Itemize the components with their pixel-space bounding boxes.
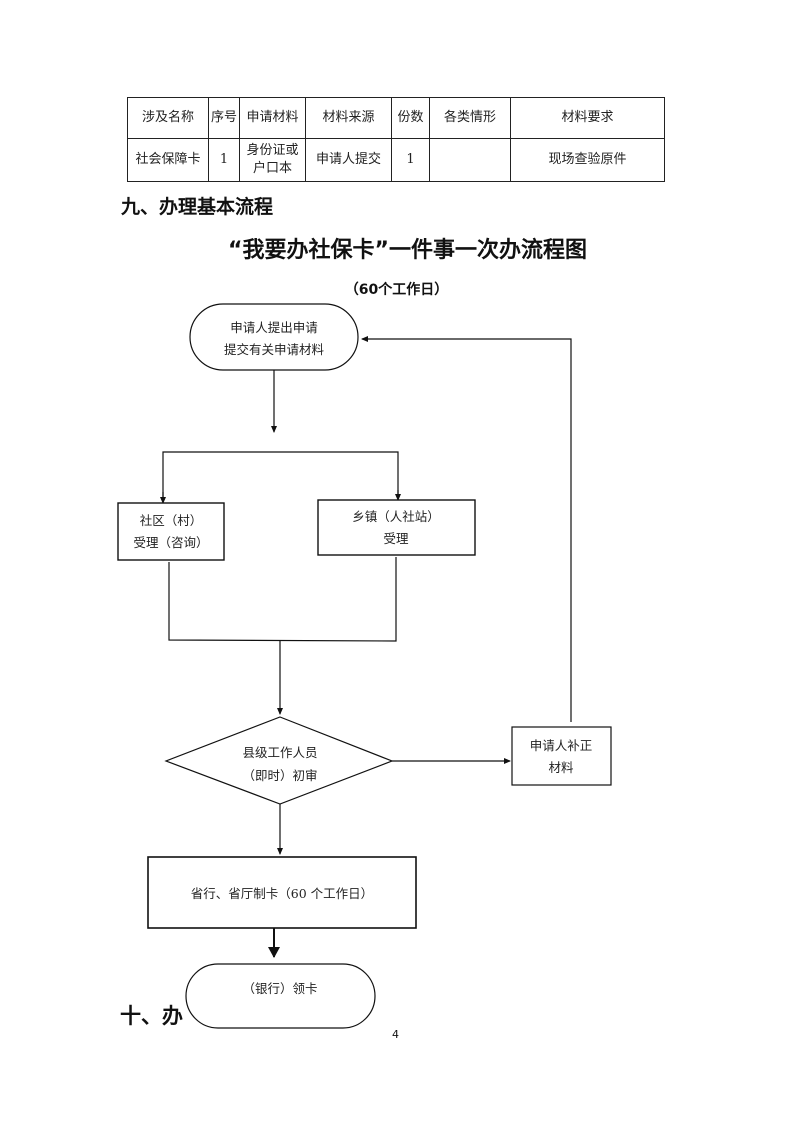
section-heading-9: 九、办理基本流程 bbox=[121, 196, 274, 218]
node-text: 申请人补正 bbox=[530, 738, 593, 753]
flowchart-subtitle: （60个工作日） bbox=[344, 282, 449, 298]
merge-connector bbox=[168, 557, 397, 642]
header-cell: 序号 bbox=[208, 97, 240, 139]
loop-back-connector bbox=[361, 336, 572, 722]
page-number: 4 bbox=[392, 1028, 399, 1041]
table-cell: 1 bbox=[391, 138, 430, 182]
node-text: 材料 bbox=[548, 760, 574, 775]
header-cell: 材料来源 bbox=[305, 97, 392, 139]
split-connector bbox=[162, 451, 399, 500]
node-text: 申请人提出申请 bbox=[230, 320, 318, 335]
node-text: （银行）领卡 bbox=[242, 981, 317, 996]
section-heading-10: 十、办 bbox=[120, 1004, 183, 1028]
table-cell: 现场查验原件 bbox=[510, 138, 665, 182]
node-text: 受理（咨询） bbox=[133, 535, 208, 550]
cell-line: 户口本 bbox=[252, 161, 292, 176]
header-cell: 涉及名称 bbox=[127, 97, 209, 139]
node-text: 受理 bbox=[383, 531, 409, 546]
node-text: 省行、省厅制卡（60 个工作日） bbox=[191, 886, 373, 901]
table-cell: 申请人提交 bbox=[305, 138, 392, 182]
card-making-node: 省行、省厅制卡（60 个工作日） bbox=[147, 856, 417, 929]
table-cell: 1 bbox=[208, 138, 240, 182]
node-text: 县级工作人员 bbox=[242, 745, 317, 760]
table-cell: 社会保障卡 bbox=[127, 138, 209, 182]
table-cell: 身份证或户口本 bbox=[239, 138, 306, 182]
supplement-node: 申请人补正 材料 bbox=[511, 726, 612, 786]
collect-node: （银行）领卡 bbox=[185, 963, 376, 1029]
community-node: 社区（村） 受理（咨询） bbox=[117, 502, 225, 561]
start-node: 申请人提出申请 提交有关申请材料 bbox=[189, 303, 359, 371]
node-text: 乡镇（人社站） bbox=[352, 509, 440, 524]
node-text: 社区（村） bbox=[140, 513, 203, 528]
county-review-node: 县级工作人员 （即时）初审 bbox=[164, 716, 394, 805]
node-text: （即时）初审 bbox=[242, 768, 317, 783]
flowchart-title: “我要办社保卡”一件事一次办流程图 bbox=[228, 238, 587, 263]
table-cell bbox=[429, 138, 511, 182]
cell-line: 身份证或 bbox=[246, 143, 299, 158]
table-row: 社会保障卡 1 身份证或户口本 申请人提交 1 现场查验原件 bbox=[127, 138, 665, 182]
materials-table: 涉及名称 序号 申请材料 材料来源 份数 各类情形 材料要求 社会保障卡 1 身… bbox=[127, 97, 665, 182]
township-node: 乡镇（人社站） 受理 bbox=[317, 499, 476, 556]
header-cell: 材料要求 bbox=[510, 97, 665, 139]
node-text: 提交有关申请材料 bbox=[224, 342, 325, 357]
table-header-row: 涉及名称 序号 申请材料 材料来源 份数 各类情形 材料要求 bbox=[127, 97, 665, 139]
